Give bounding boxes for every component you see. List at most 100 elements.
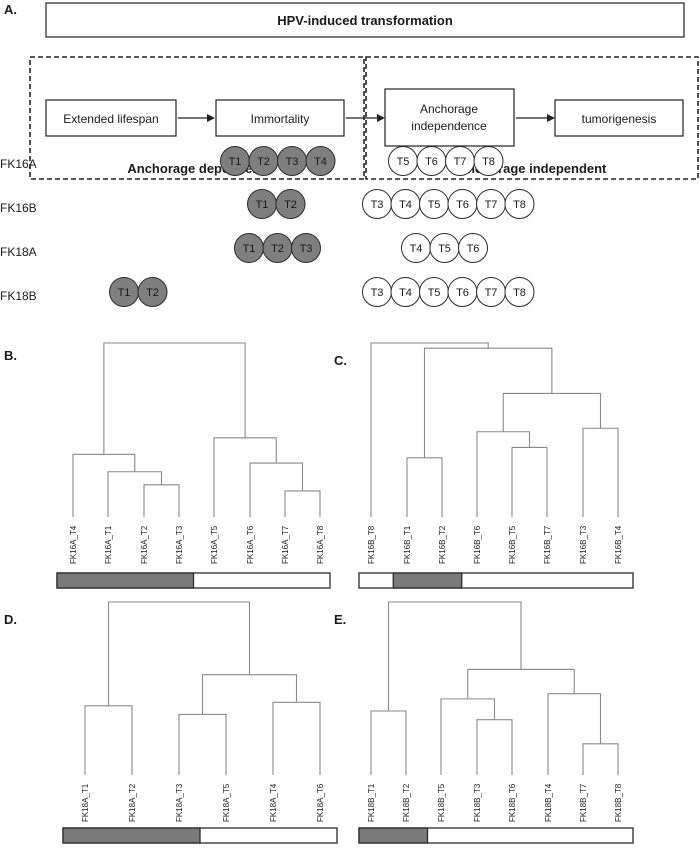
row-label-fk16a: FK16A xyxy=(0,157,37,171)
stage-label: tumorigenesis xyxy=(582,112,657,126)
leaf-label: FK18A_T6 xyxy=(316,783,325,822)
leaf-label: FK18A_T3 xyxy=(175,783,184,822)
row-label-fk18b: FK18B xyxy=(0,289,37,303)
leaf-label: FK16B_T2 xyxy=(438,525,447,564)
stage-anchorage-independence: Anchorage independence xyxy=(384,88,515,147)
dendrogram-link xyxy=(370,710,407,775)
circle-label: T5 xyxy=(428,287,441,299)
leaf-label: FK18A_T5 xyxy=(222,783,231,822)
leaf-label: FK16B_T8 xyxy=(367,525,376,564)
dendrogram-link xyxy=(476,431,531,517)
stage-label: Immortality xyxy=(251,112,310,126)
tumor-circle-independent: T8 xyxy=(473,146,504,176)
tumor-circle-independent: T5 xyxy=(429,233,460,263)
circle-label: T3 xyxy=(286,156,299,168)
circle-label: T6 xyxy=(425,156,438,168)
leaf-label: FK18B_T7 xyxy=(579,783,588,822)
leaf-label: FK16B_T5 xyxy=(508,525,517,564)
leaf-label: FK16B_T7 xyxy=(543,525,552,564)
leaf-label: FK16A_T7 xyxy=(281,525,290,564)
circle-label: T1 xyxy=(229,156,242,168)
dendrogram-link xyxy=(84,705,133,775)
circle-label: T1 xyxy=(256,199,269,211)
tumor-circle-dependent: T2 xyxy=(248,146,279,176)
arrow-head-icon xyxy=(547,114,555,122)
circle-label: T3 xyxy=(371,199,384,211)
dendrogram-link xyxy=(107,471,163,517)
circle-label: T7 xyxy=(485,199,498,211)
leaf-label: FK18B_T3 xyxy=(473,783,482,822)
dendrogram-link xyxy=(103,342,246,455)
leaf-label: FK18B_T1 xyxy=(367,783,376,822)
circle-label: T7 xyxy=(454,156,467,168)
circle-shape xyxy=(305,146,336,176)
tumor-circle-dependent: T3 xyxy=(291,233,321,263)
dendrogram-link xyxy=(178,713,227,775)
dendrogram-link xyxy=(249,462,304,517)
dendrogram-link xyxy=(143,484,180,517)
dendrogram-link xyxy=(502,392,602,432)
panel-e-letter: E. xyxy=(334,612,346,627)
leaf-label: FK18B_T8 xyxy=(614,783,623,822)
tumor-circle-dependent: T1 xyxy=(247,189,277,219)
circle-label: T2 xyxy=(271,243,284,255)
circle-label: T6 xyxy=(456,287,469,299)
leaf-label: FK16A_T3 xyxy=(175,525,184,564)
tumor-circle-dependent: T3 xyxy=(277,146,307,176)
circle-label: T5 xyxy=(438,243,451,255)
circle-shape xyxy=(275,189,306,219)
stage-label-line1: Anchorage xyxy=(420,102,478,116)
dendrogram-link xyxy=(467,668,575,699)
tumor-circle-independent: T5 xyxy=(388,146,418,176)
tumor-circle-dependent: T2 xyxy=(137,277,168,307)
tumor-circle-dependent: T1 xyxy=(234,233,264,263)
dendrogram-link xyxy=(511,446,548,517)
tumor-circle-dependent: T4 xyxy=(305,146,336,176)
leaf-label: FK16B_T6 xyxy=(473,525,482,564)
circle-label: T4 xyxy=(399,287,412,299)
circle-shape xyxy=(291,233,321,263)
leaf-label: FK16A_T8 xyxy=(316,525,325,564)
circle-label: T6 xyxy=(456,199,469,211)
dendrogram-link xyxy=(201,674,298,715)
tumor-circle-independent: T3 xyxy=(362,189,392,219)
dendrogram-link xyxy=(72,453,136,517)
circle-shape xyxy=(473,146,504,176)
circle-label: T8 xyxy=(513,199,526,211)
panel-d-letter: D. xyxy=(4,612,17,627)
circle-label: T4 xyxy=(314,156,327,168)
dendrogram-link xyxy=(476,719,513,775)
tumor-circle-independent: T8 xyxy=(504,189,535,219)
group-bar-dependent-segment xyxy=(56,572,195,589)
leaf-label: FK18B_T2 xyxy=(402,783,411,822)
leaf-label: FK16B_T3 xyxy=(579,525,588,564)
dendrogram-link xyxy=(406,457,443,517)
dendrogram-link xyxy=(284,490,321,517)
leaf-label: FK16B_T1 xyxy=(403,525,412,564)
tumor-circle-independent: T7 xyxy=(445,146,475,176)
tumor-circle-dependent: T1 xyxy=(109,277,139,307)
stage-label-line2: independence xyxy=(411,119,487,133)
leaf-label: FK16A_T5 xyxy=(210,525,219,564)
panel-c-letter: C. xyxy=(334,353,347,368)
tumor-circle-independent: T5 xyxy=(419,277,449,307)
arrow-head-icon xyxy=(377,114,385,122)
circle-label: T3 xyxy=(300,243,313,255)
tumor-circle-dependent: T2 xyxy=(262,233,293,263)
tumor-circle-independent: T7 xyxy=(476,277,506,307)
tumor-circle-independent: T6 xyxy=(458,233,488,263)
tumor-circle-independent: T6 xyxy=(416,146,447,176)
dendrogram-link xyxy=(582,743,619,775)
circle-shape xyxy=(458,233,488,263)
circle-shape xyxy=(137,277,168,307)
circle-label: T3 xyxy=(371,287,384,299)
tumor-circle-independent: T3 xyxy=(362,277,392,307)
anchorage-independent-box xyxy=(365,56,699,180)
leaf-label: FK16A_T1 xyxy=(104,525,113,564)
tumor-circle-independent: T6 xyxy=(447,189,478,219)
dendrogram-link xyxy=(213,437,277,517)
circle-shape xyxy=(504,277,535,307)
dendrogram-fk16b: FK16B_T8 FK16B_T1 FK16B_T2 FK16B_T6 FK16B_T5… xyxy=(358,342,634,589)
